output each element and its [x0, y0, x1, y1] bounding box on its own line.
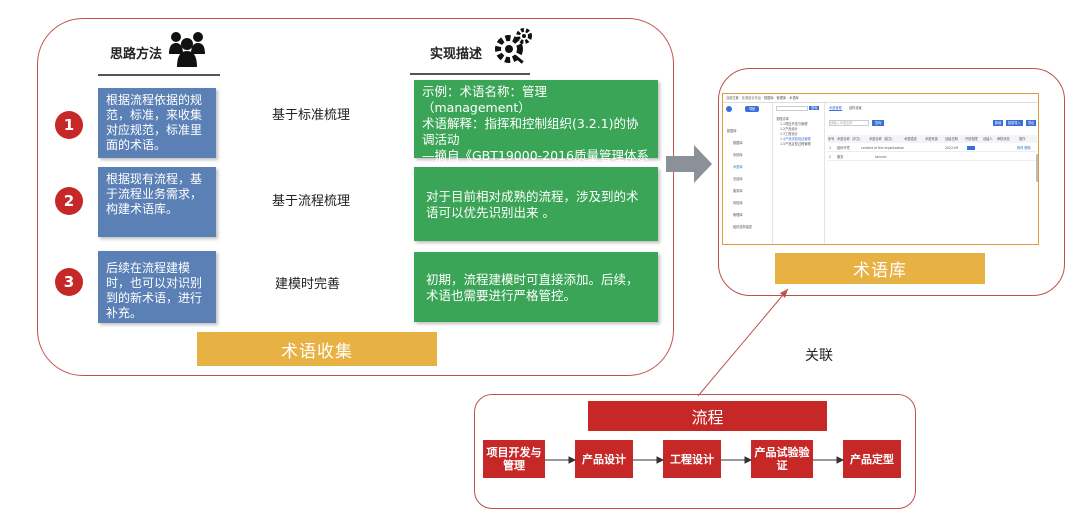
term-library-panel — [718, 68, 1065, 296]
cell: 2022-09 — [945, 146, 959, 150]
tab-structure-settings[interactable]: 结构设置 — [849, 106, 862, 110]
desc-box-2: 对于目前相对成熟的流程，涉及到的术语可以优先识别出来 。 — [414, 167, 658, 241]
tree-search-input[interactable] — [776, 106, 808, 111]
breadcrumb: 当前位置 · 业务设计平台 · 数据库 · 管理库 · 术语库 — [726, 96, 799, 100]
tree-root[interactable]: 流程清单 — [776, 117, 789, 121]
desc-title-underline — [410, 73, 530, 75]
process-step-1[interactable]: 项目开发与管理 — [483, 440, 545, 478]
tab-term-management[interactable]: 术语管理 — [829, 106, 842, 111]
step-number-2: 2 — [55, 187, 83, 215]
association-label: 关联 — [805, 348, 833, 364]
permission-toggle[interactable] — [967, 146, 975, 150]
col-header: 创建人 — [983, 137, 993, 141]
col-header: 开放权限 — [965, 137, 978, 141]
process-step-3[interactable]: 工程设计 — [663, 440, 721, 478]
nav-button[interactable]: 导航 — [745, 106, 760, 112]
desc-box-3: 初期，流程建模时可直接添加。后续，术语也需要进行严格管控。 — [414, 252, 658, 322]
right-arrow-icon — [666, 143, 714, 185]
table-row[interactable]: 1 组织环境 context of the organization 2022-… — [827, 144, 1037, 152]
desc-column-title: 实现描述 — [430, 47, 483, 62]
sidebar: 导航 数据库 数据库 系统库 术语库 总结库 废弃库 风险库 管理库 组织结构描… — [723, 103, 773, 244]
term-library-label: 术语库 — [775, 253, 985, 284]
cell: service — [875, 155, 887, 159]
sidebar-item-5[interactable]: 废弃库 — [733, 189, 743, 193]
desc-box-1: 示例：术语名称：管理（management） 术语解释：指挥和控制组织(3.2.… — [414, 80, 658, 179]
sidebar-item-7[interactable]: 管理库 — [733, 213, 743, 217]
process-panel — [474, 394, 916, 509]
method-box-1: 根据流程依据的规范，标准，来收集对应规范，标准里面的术语。 — [98, 88, 216, 158]
sidebar-item-3[interactable]: 术语库 — [733, 165, 743, 169]
sidebar-item-0[interactable]: 数据库 — [727, 129, 737, 133]
people-group-icon — [167, 28, 207, 68]
process-step-5[interactable]: 产品定型 — [843, 440, 901, 478]
cell: 1 — [829, 146, 832, 150]
process-step-2[interactable]: 产品设计 — [575, 440, 633, 478]
process-title: 流程 — [588, 401, 827, 431]
tree-item-5[interactable]: 1.5产品定型过程管理 — [780, 142, 811, 146]
process-arrows — [545, 452, 905, 466]
sidebar-item-8[interactable]: 组织结构描述 — [733, 225, 753, 229]
approach-label-2: 基于流程梳理 — [272, 194, 351, 209]
sidebar-item-6[interactable]: 风险库 — [733, 201, 743, 205]
cell: context of the organization — [861, 146, 905, 150]
col-header: 序号 — [828, 137, 835, 141]
cell: 服务 — [837, 155, 844, 159]
sidebar-item-2[interactable]: 系统库 — [733, 153, 743, 157]
term-collection-panel — [37, 18, 674, 376]
batch-import-button[interactable]: 批量导入 — [1006, 120, 1023, 126]
col-header: 术语名称（英文） — [869, 137, 895, 141]
logo-icon — [726, 106, 732, 112]
term-library-screenshot: 当前位置 · 业务设计平台 · 数据库 · 管理库 · 术语库 导航 数据库 数… — [722, 93, 1039, 245]
export-button[interactable]: 导出 — [1026, 120, 1037, 126]
top-divider — [723, 102, 1038, 103]
scrollbar[interactable] — [1036, 154, 1038, 182]
tree-item-1[interactable]: 1.1项目开发与管理 — [780, 122, 808, 126]
connector-arrow — [640, 283, 800, 398]
row-actions[interactable]: 修改 删除 — [1017, 146, 1031, 150]
table-row[interactable]: 2 服务 service — [827, 153, 1037, 161]
col-header: 审核状态 — [997, 137, 1010, 141]
sidebar-item-1[interactable]: 数据库 — [733, 141, 743, 145]
approach-label-1: 基于标准梳理 — [272, 108, 351, 123]
method-title-underline — [98, 74, 220, 76]
approach-label-3: 建模时完善 — [275, 277, 341, 292]
process-step-4[interactable]: 产品试验验证 — [751, 440, 813, 478]
term-filter-input[interactable]: 请输入术语名称 — [829, 120, 869, 126]
col-header: 术语名称（中文） — [837, 137, 863, 141]
sidebar-item-4[interactable]: 总结库 — [733, 177, 743, 181]
cell: 2 — [829, 155, 832, 159]
col-header: 操作 — [1019, 137, 1026, 141]
step-number-1: 1 — [55, 111, 83, 139]
tree-search-button[interactable]: 查询 — [809, 106, 820, 110]
gears-icon — [494, 27, 534, 67]
step-number-3: 3 — [55, 268, 83, 296]
col-header: 术语描述 — [904, 137, 917, 141]
term-collection-label: 术语收集 — [197, 332, 437, 366]
cell: 组织环境 — [837, 146, 850, 150]
method-box-3: 后续在流程建模时，也可以对识别到的新术语，进行补充。 — [98, 251, 216, 323]
tree-item-4[interactable]: 1.4产品试验验证管理 — [780, 137, 811, 141]
tree-item-3[interactable]: 1.3工程设计 — [780, 132, 798, 136]
method-column-title: 思路方法 — [110, 47, 163, 62]
col-header: 创建日期 — [945, 137, 958, 141]
add-term-button[interactable]: 新增 — [993, 120, 1004, 126]
process-tree: 查询 流程清单 1.1项目开发与管理 1.2产品设计 1.3工程设计 1.4产品… — [773, 103, 825, 244]
table-header: 序号 术语名称（中文） 术语名称（英文） 术语描述 术语来源 创建日期 开放权限… — [827, 135, 1037, 143]
term-filter-button[interactable]: 查询 — [872, 120, 885, 126]
tree-item-2[interactable]: 1.2产品设计 — [780, 127, 798, 131]
method-box-2: 根据现有流程，基于流程业务需求，构建术语库。 — [98, 167, 216, 237]
col-header: 术语来源 — [925, 137, 938, 141]
